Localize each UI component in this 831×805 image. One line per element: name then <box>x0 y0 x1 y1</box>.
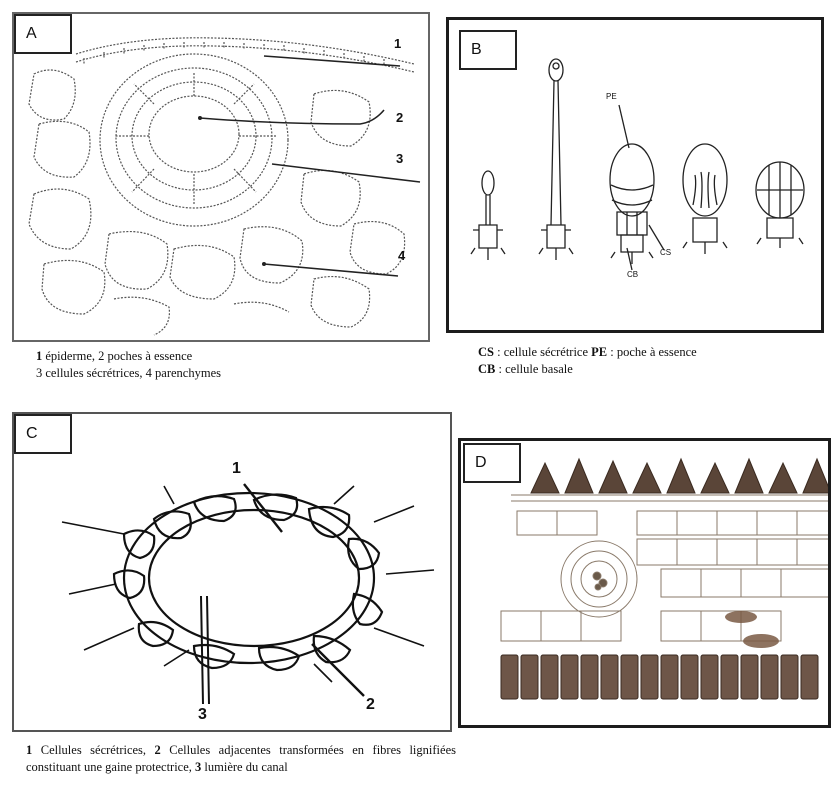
caption-c-text1: Cellules sécrétrices, <box>32 743 154 757</box>
caption-a-line1: épiderme, 2 poches à essence <box>42 349 192 363</box>
caption-b-cs: CS <box>478 345 494 359</box>
panel-a-label-1: 1 <box>394 36 401 51</box>
panel-a-label-4: 4 <box>398 248 405 263</box>
caption-a-line2: 3 cellules sécrétrices, 4 parenchymes <box>36 365 356 382</box>
panel-a-drawing <box>14 14 430 342</box>
caption-b-cb-text: : cellule basale <box>495 362 572 376</box>
panel-a: A <box>12 12 430 342</box>
panel-b-tag: B <box>459 30 517 70</box>
panel-d-tag: D <box>463 443 521 483</box>
panel-a-label-2: 2 <box>396 110 403 125</box>
panel-d-micrograph <box>461 441 831 728</box>
panel-c-tag: C <box>14 414 72 454</box>
panel-b-label-cb: CB <box>627 270 638 279</box>
panel-b-label-pe: PE <box>606 92 617 101</box>
panel-a-label-3: 3 <box>396 151 403 166</box>
caption-b-pe-text: : poche à essence <box>607 345 697 359</box>
panel-b-label-cs: CS <box>660 248 671 257</box>
panel-b: B <box>446 17 824 333</box>
panel-c-label-3: 3 <box>198 706 207 724</box>
panel-d: D <box>458 438 831 728</box>
panel-c-label-2: 2 <box>366 696 375 714</box>
panel-b-caption: CS : cellule sécrétrice PE : poche à ess… <box>478 344 828 378</box>
panel-c-label-1: 1 <box>232 460 241 478</box>
caption-b-cs-text: : cellule sécrétrice <box>494 345 591 359</box>
caption-c-text3: lumière du canal <box>201 760 287 774</box>
panel-a-tag: A <box>14 14 72 54</box>
caption-b-pe: PE <box>591 345 607 359</box>
panel-c: C 1 2 3 <box>12 412 452 732</box>
panel-a-caption: 1 épiderme, 2 poches à essence 3 cellule… <box>36 348 356 382</box>
panel-c-caption: 1 Cellules sécrétrices, 2 Cellules adjac… <box>26 742 456 776</box>
caption-b-cb: CB <box>478 362 495 376</box>
